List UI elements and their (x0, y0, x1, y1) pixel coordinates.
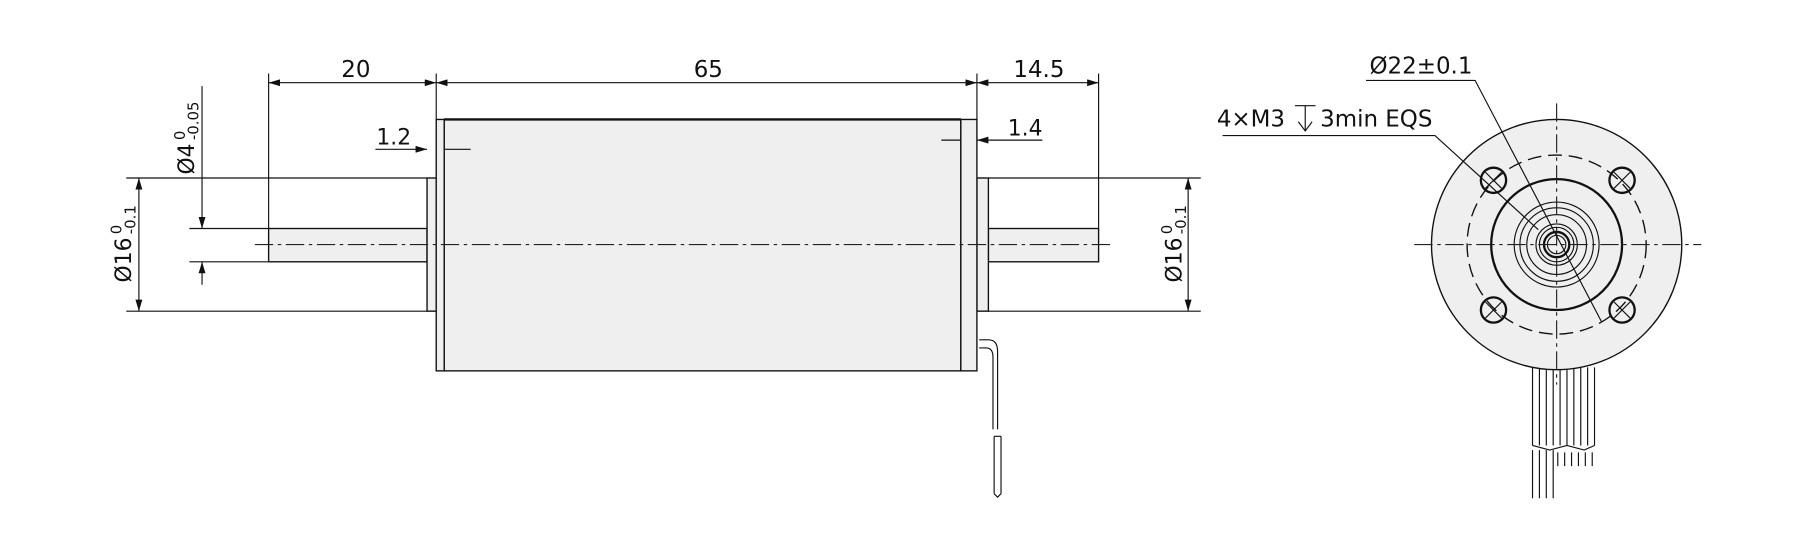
svg-text:0: 0 (108, 225, 126, 234)
pilot-diameter-label: Ø22±0.1 (1370, 54, 1473, 80)
front-wires (1531, 367, 1596, 499)
lead-wire (979, 339, 1002, 498)
svg-text:-0.05: -0.05 (185, 102, 203, 141)
rear-boss-diameter-dim: Ø16 0 -0.1 (1158, 205, 1190, 282)
hole-leader (1222, 134, 1539, 231)
body-length-dim: 65 (694, 57, 723, 83)
pilot-leader (1366, 79, 1602, 322)
svg-text:Ø16: Ø16 (112, 238, 137, 283)
mounting-hole (1479, 166, 1636, 324)
hole-depth-label: 3min EQS (1320, 106, 1432, 132)
front-view: Ø22±0.1 4×M3 3min EQS (1217, 54, 1702, 499)
svg-text:Ø4: Ø4 (175, 144, 200, 175)
front-flange-dim: 1.2 (376, 126, 411, 151)
svg-text:Ø16: Ø16 (1162, 238, 1187, 283)
svg-text:-0.1: -0.1 (121, 205, 139, 234)
shaft-length-dim: 20 (341, 57, 370, 83)
svg-text:0: 0 (1158, 225, 1176, 234)
front-boss-diameter-dim: Ø16 0 -0.1 (108, 205, 140, 282)
side-view: 20 65 14.5 1.2 1.4 Ø16 0 -0.1 Ø4 0 -0.05 (108, 57, 1201, 498)
shaft-diameter-dim: Ø4 0 -0.05 (171, 102, 203, 175)
depth-icon (1294, 105, 1316, 132)
mounting-holes-label: 4×M3 (1217, 106, 1285, 132)
rear-shaft-length-dim: 14.5 (1013, 57, 1064, 83)
rear-flange-dim: 1.4 (1008, 117, 1043, 142)
svg-text:0: 0 (171, 131, 189, 140)
svg-text:-0.1: -0.1 (1172, 205, 1190, 234)
